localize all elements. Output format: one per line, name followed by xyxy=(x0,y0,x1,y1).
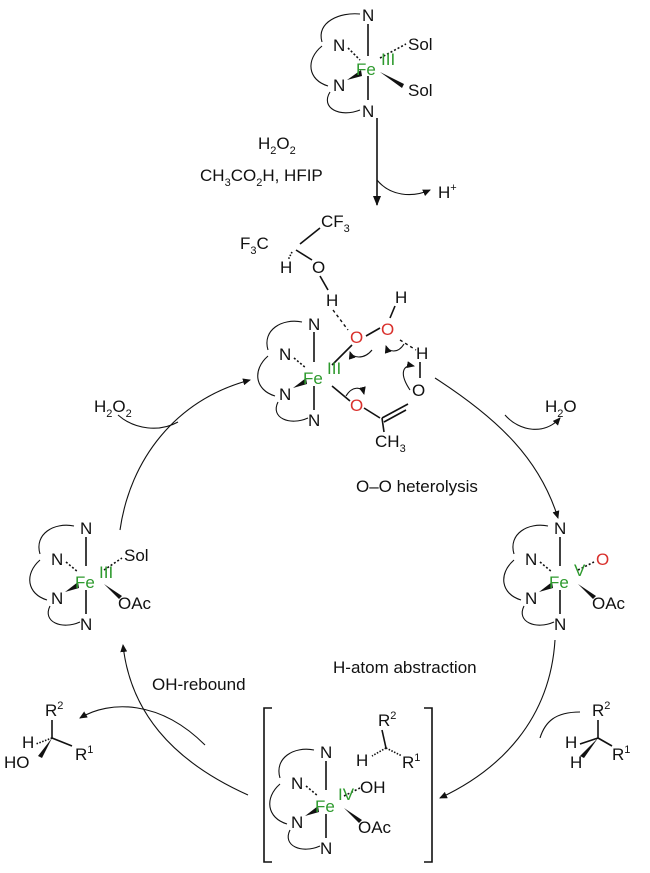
n-atom: N xyxy=(80,615,92,634)
hfip-molecule: CF3 F3C H O H xyxy=(240,212,350,331)
oxidation-state: III xyxy=(99,563,113,582)
acetic-oxygen: O xyxy=(412,381,425,400)
sol-ligand: Sol xyxy=(408,35,433,54)
substituent-r2: R2 xyxy=(378,710,396,730)
oxidation-state: IV xyxy=(338,785,355,804)
oac-ligand: OAc xyxy=(118,594,152,613)
n-atom: N xyxy=(362,102,374,121)
peroxo-oxygen: O xyxy=(350,328,363,347)
water-byproduct: H2O xyxy=(545,397,577,420)
step-label-rebound: OH-rebound xyxy=(152,675,246,694)
oac-ligand: OAc xyxy=(592,594,626,613)
n-atom: N xyxy=(51,550,63,569)
step-label-heterolysis: O–O heterolysis xyxy=(356,477,478,496)
iron-hydroxo-intermediate: N N N N Fe IV OH OAc R2 H R1 xyxy=(263,707,433,863)
substituent-r1: R1 xyxy=(75,744,93,764)
h2o2-reagent: H2O2 xyxy=(258,134,296,157)
radical-h: H xyxy=(356,751,368,770)
oxo-oxygen: O xyxy=(596,550,609,569)
activation-reagents: H2O2 CH3CO2H, HFIP H+ xyxy=(200,134,457,202)
peroxo-oxygen: O xyxy=(381,320,394,339)
iron-atom: Fe xyxy=(303,369,323,388)
oxidation-state: III xyxy=(327,359,341,378)
oxidation-state: III xyxy=(381,50,395,69)
n-atom: N xyxy=(362,6,374,25)
h2o2-reagent: H2O2 xyxy=(94,397,132,420)
n-atom: N xyxy=(279,345,291,364)
acetate-oxygen: O xyxy=(350,396,363,415)
substituent-r1: R1 xyxy=(612,744,630,764)
cf3-group: CF3 xyxy=(321,212,350,235)
h-atom: H xyxy=(565,733,577,752)
substituent-r2: R2 xyxy=(592,700,610,720)
hfip-oxygen: O xyxy=(312,258,325,277)
n-atom: N xyxy=(279,385,291,404)
n-atom: N xyxy=(554,615,566,634)
n-atom: N xyxy=(80,519,92,538)
acetic-h: H xyxy=(416,344,428,363)
substrate-alkane: R2 H H R1 xyxy=(565,700,630,772)
precatalyst-complex: N N N N Fe III Sol Sol xyxy=(310,6,433,121)
n-atom: N xyxy=(333,36,345,55)
h-atom: H xyxy=(570,753,582,772)
sol-ligand: Sol xyxy=(408,81,433,100)
cycle-arrows xyxy=(79,118,581,799)
central-iron-complex: N N N N Fe III O O H O H O CH3 xyxy=(257,288,428,455)
oxidation-state: V xyxy=(574,561,586,580)
iron-atom: Fe xyxy=(315,797,335,816)
iron-atom: Fe xyxy=(356,60,376,79)
n-atom: N xyxy=(51,589,63,608)
proton-byproduct: H+ xyxy=(438,182,457,202)
h-atom: H xyxy=(22,733,34,752)
hydroxyl-group: HO xyxy=(4,753,30,772)
product-alcohol: R2 H HO R1 xyxy=(4,700,93,772)
acetate-methyl: CH3 xyxy=(375,432,406,455)
n-atom: N xyxy=(291,813,303,832)
acid-hfip-reagents: CH3CO2H, HFIP xyxy=(200,166,323,189)
oac-ligand: OAc xyxy=(358,818,392,837)
hfip-oh-h: H xyxy=(326,291,338,310)
hydroxo-ligand: OH xyxy=(360,778,386,797)
n-atom: N xyxy=(320,839,332,858)
sol-ligand: Sol xyxy=(124,546,149,565)
n-atom: N xyxy=(554,519,566,538)
n-atom: N xyxy=(333,76,345,95)
resting-iron-complex: N N N N Fe III Sol OAc xyxy=(29,519,152,634)
step-label-abstraction: H-atom abstraction xyxy=(333,658,477,677)
n-atom: N xyxy=(291,774,303,793)
n-atom: N xyxy=(525,550,537,569)
hfip-methine-h: H xyxy=(280,258,292,277)
peroxo-h: H xyxy=(395,288,407,307)
n-atom: N xyxy=(308,411,320,430)
substituent-r1: R1 xyxy=(402,752,420,772)
n-atom: N xyxy=(308,315,320,334)
f3c-group: F3C xyxy=(240,234,269,257)
iron-atom: Fe xyxy=(549,573,569,592)
iron-atom: Fe xyxy=(75,573,95,592)
n-atom: N xyxy=(320,743,332,762)
iron-oxo-complex: N N N N Fe V O OAc xyxy=(503,519,626,634)
substituent-r2: R2 xyxy=(45,700,63,720)
n-atom: N xyxy=(525,589,537,608)
